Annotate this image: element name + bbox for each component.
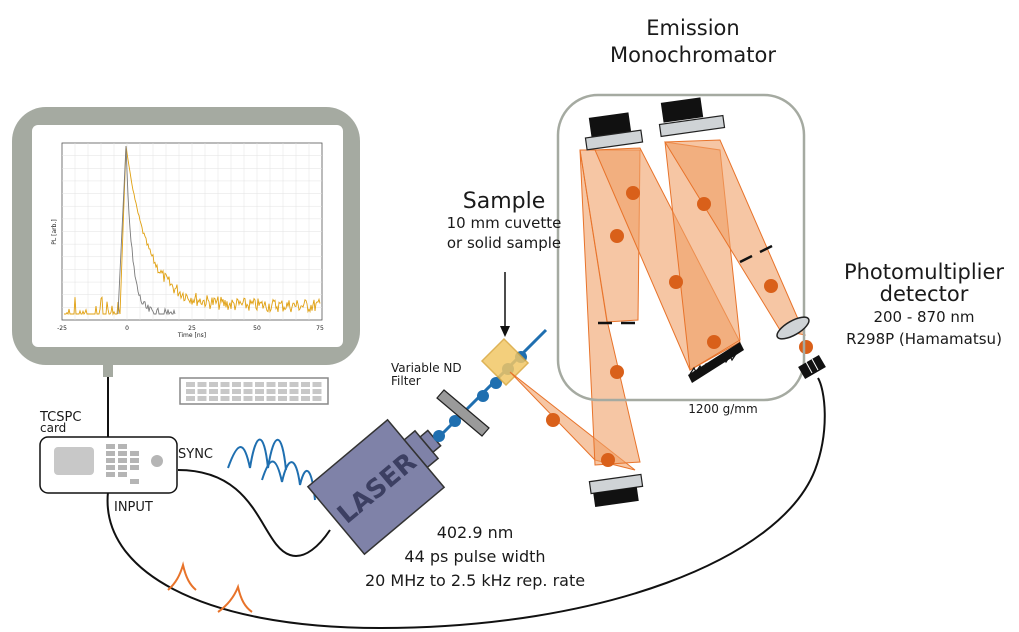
pmt-detector [798, 354, 826, 380]
monochromator-housing [556, 93, 806, 402]
pl-decay-curve [64, 145, 321, 316]
input-pulse-icon [167, 561, 197, 591]
sample-desc-1: 10 mm cuvette [447, 214, 562, 232]
beam-dots [546, 186, 813, 467]
irf-curve [117, 145, 176, 316]
mirror [584, 112, 644, 151]
plot-xtick: 0 [125, 325, 129, 332]
sample-arrow [500, 272, 510, 337]
pmt-subtitle: detector [880, 282, 969, 306]
mirror [588, 473, 644, 507]
pmt-title: Photomultiplier [844, 260, 1004, 284]
laser-pulse-width: 44 ps pulse width [404, 547, 545, 566]
emission-beam [509, 139, 806, 471]
laser: LASER [306, 418, 446, 556]
keyboard-icon [179, 377, 329, 405]
sync-pulse-icon [261, 460, 316, 501]
plot-xtick: 75 [316, 325, 324, 332]
nd-filter [436, 389, 490, 437]
monochromator-subtitle: Monochromator [610, 43, 776, 67]
laser-rep-rate: 20 MHz to 2.5 kHz rep. rate [365, 571, 585, 590]
plot-x-label: Time [ns] [177, 332, 206, 339]
slit [739, 244, 773, 264]
mirror [658, 97, 726, 138]
plot-xtick: -25 [57, 325, 67, 332]
input-cable [106, 377, 826, 630]
plot-xtick: 25 [188, 325, 196, 332]
plot-y-label: PL [arb.] [51, 219, 58, 244]
pmt-lens [776, 316, 810, 340]
monochromator-title: Emission [646, 16, 739, 40]
sample-cuvette [480, 337, 530, 387]
input-pulse-icon [217, 583, 253, 613]
laser-wavelength: 402.9 nm [437, 523, 514, 542]
nd-filter-label-1: Variable ND [391, 361, 462, 375]
sample-desc-2: or solid sample [447, 234, 561, 252]
pmt-model: R298P (Hamamatsu) [846, 330, 1002, 348]
pmt-range: 200 - 870 nm [873, 308, 974, 326]
nd-filter-label-2: Filter [391, 374, 421, 388]
tcspc-label-2: card [40, 421, 66, 435]
tcspc-card [39, 436, 178, 494]
grating-label: 1200 g/mm [688, 402, 757, 416]
sync-cable [177, 469, 331, 557]
plot-xtick: 50 [253, 325, 261, 332]
sample-title: Sample [463, 189, 546, 214]
decay-plot: PL [arb.] Time [ns] -25 0 25 50 75 [51, 142, 324, 339]
grating [688, 342, 744, 383]
sync-pulse-icon [227, 438, 287, 471]
sync-label: SYNC [178, 447, 213, 462]
monitor-cable [107, 377, 125, 439]
tcspc-label-1: TCSPC [39, 410, 81, 425]
input-label: INPUT [114, 500, 153, 515]
